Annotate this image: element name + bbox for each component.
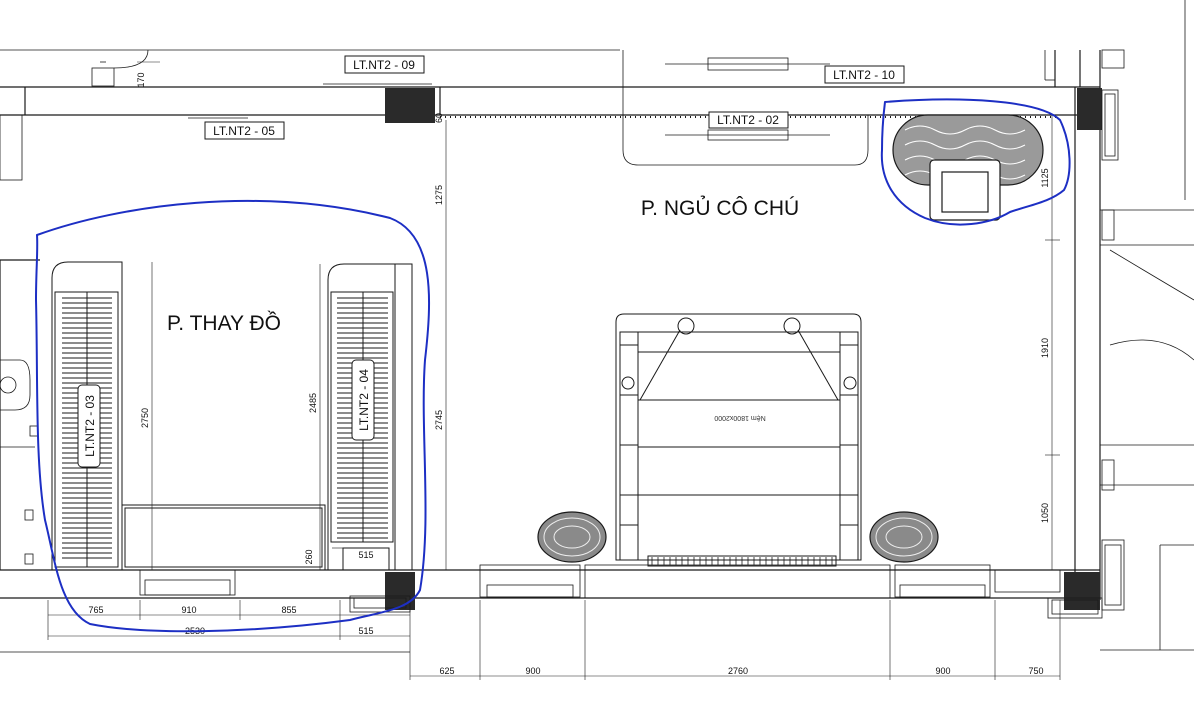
dressing-bench: [121, 504, 326, 571]
nightstand-right: [869, 511, 939, 563]
dim-2485: 2485: [308, 393, 318, 413]
dim-170: 170: [136, 72, 146, 87]
dim-2745: 2745: [434, 410, 444, 430]
nightstand-left: [537, 511, 607, 563]
tag-02-label: LT.NT2 - 02: [717, 113, 779, 127]
tag-09: LT.NT2 - 09: [344, 55, 425, 74]
tag-04-label: LT.NT2 - 04: [357, 369, 371, 431]
room-label-bedroom: P. NGỦ CÔ CHÚ: [641, 196, 799, 220]
tag-10-label: LT.NT2 - 10: [833, 68, 895, 82]
dim-515-bottom: 515: [358, 626, 373, 636]
tag-04: LT.NT2 - 04: [351, 359, 375, 441]
desk-and-chair: [892, 114, 1044, 221]
dim-625: 625: [439, 666, 454, 676]
dim-2760: 2760: [728, 666, 748, 676]
tag-10: LT.NT2 - 10: [824, 65, 905, 84]
tag-02: LT.NT2 - 02: [708, 111, 789, 129]
walls: [0, 0, 1194, 653]
dim-900-right: 900: [935, 666, 950, 676]
columns: [385, 88, 1102, 610]
tag-05-label: LT.NT2 - 05: [213, 124, 275, 138]
dim-765: 765: [88, 605, 103, 615]
dim-750: 750: [1028, 666, 1043, 676]
window-frames: [139, 49, 1125, 619]
markup-desk-area: [880, 98, 1071, 226]
dim-1125: 1125: [1040, 168, 1050, 187]
tag-03-label: LT.NT2 - 03: [83, 395, 97, 457]
tag-09-label: LT.NT2 - 09: [353, 58, 415, 72]
wardrobe-right-slats: [337, 297, 388, 539]
dim-515-top: 515: [358, 550, 373, 560]
bed-footer: [651, 557, 833, 565]
left-fixtures: [0, 359, 39, 565]
wardrobe-right: [327, 263, 413, 571]
dim-855: 855: [281, 605, 296, 615]
bed-mattress-label: Nệm 1800x2000: [714, 414, 765, 421]
dim-900-left: 900: [525, 666, 540, 676]
dim-2750: 2750: [140, 408, 150, 428]
dim-910: 910: [181, 605, 196, 615]
markup-annotations: [34, 98, 1071, 633]
dimension-lines: [47, 61, 1061, 680]
bed: [615, 313, 862, 567]
dim-60: 60: [434, 113, 444, 123]
wardrobe-left-slats: [62, 297, 112, 559]
room-label-dressing: P. THAY ĐỒ: [167, 311, 281, 335]
tag-05: LT.NT2 - 05: [204, 121, 285, 140]
dim-1050: 1050: [1040, 503, 1050, 523]
tag-03: LT.NT2 - 03: [77, 384, 101, 468]
dim-1275: 1275: [434, 185, 444, 205]
markup-dressing-area: [34, 199, 430, 633]
dim-260: 260: [304, 549, 314, 564]
dim-1910: 1910: [1040, 338, 1050, 358]
